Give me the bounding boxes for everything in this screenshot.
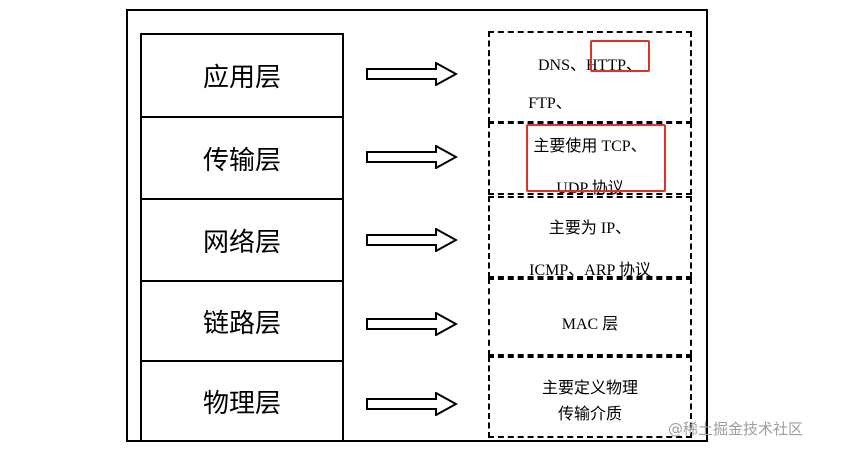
desc-line: 主要使用 TCP、 — [533, 138, 647, 155]
desc-line: DNS、HTTP、 — [537, 57, 642, 74]
desc-physical: 主要定义物理 传输介质 — [488, 356, 692, 438]
highlight-tcp-udp — [526, 124, 666, 192]
layer-label: 应用层 — [202, 63, 281, 92]
arrow-link — [366, 312, 458, 336]
layer-application: 应用层 — [140, 33, 344, 118]
watermark: @稀土掘金技术社区 — [668, 420, 804, 438]
layer-label: 物理层 — [202, 388, 281, 418]
diagram-frame — [126, 9, 708, 442]
desc-network: 主要为 IP、 ICMP、ARP 协议 — [488, 196, 692, 279]
desc-line: ICMP、ARP 协议 — [529, 262, 651, 279]
layer-label: 链路层 — [202, 308, 281, 338]
layer-link: 链路层 — [140, 280, 344, 362]
highlight-http — [590, 40, 650, 72]
layer-label: 网络层 — [202, 227, 281, 257]
desc-link: MAC 层 — [488, 278, 692, 356]
desc-transport: 主要使用 TCP、 UDP 协议 — [488, 122, 692, 197]
desc-line: UDP 协议 — [556, 180, 624, 197]
desc-line: 主要为 IP、 — [548, 220, 632, 237]
desc-line: 主要定义物理 — [541, 380, 638, 397]
layer-physical: 物理层 — [140, 360, 344, 442]
layer-network: 网络层 — [140, 198, 344, 282]
arrow-transport — [366, 145, 458, 169]
arrow-application — [366, 62, 458, 86]
arrow-physical — [366, 392, 458, 416]
layer-label: 传输层 — [202, 145, 281, 175]
layer-transport: 传输层 — [140, 116, 344, 200]
desc-line: FTP、 — [528, 95, 572, 112]
desc-line: 传输介质 — [557, 406, 622, 423]
arrow-network — [366, 228, 458, 252]
desc-line: MAC 层 — [561, 316, 619, 333]
